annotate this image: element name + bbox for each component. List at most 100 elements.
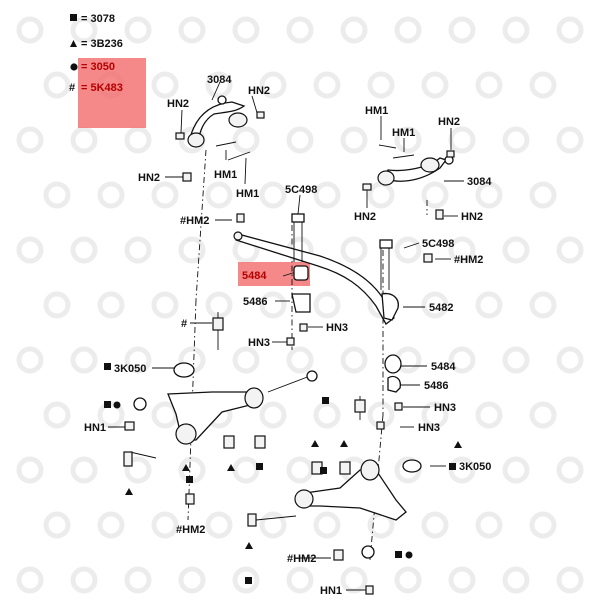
square-marker-icon <box>104 363 111 370</box>
watermark-ring <box>421 181 449 209</box>
watermark-ring <box>367 71 395 99</box>
watermark-ring <box>556 456 584 484</box>
watermark-ring <box>448 16 476 44</box>
watermark-ring <box>178 16 206 44</box>
watermark-ring <box>529 181 557 209</box>
label-5c498-right: 5C498 <box>422 238 454 250</box>
legend: = 3078 = 3B236 = 3050 # = 5K483 <box>69 13 123 94</box>
label-hn1-bottom: HN1 <box>320 585 342 597</box>
watermark-ring <box>43 71 71 99</box>
watermark-ring <box>340 346 368 374</box>
watermark-ring <box>475 181 503 209</box>
label-hn3-d: HN3 <box>418 422 440 434</box>
label-3084-left: 3084 <box>207 74 232 86</box>
watermark-ring <box>313 511 341 539</box>
watermark-ring <box>124 16 152 44</box>
watermark-ring <box>394 236 422 264</box>
lower-control-arm-right <box>247 396 422 595</box>
label-hn2-e: HN2 <box>354 211 376 223</box>
triangle-marker-icon <box>311 440 319 447</box>
label-3k050-right: 3K050 <box>459 461 491 473</box>
label-5484-highlighted: 5484 <box>242 270 267 282</box>
watermark-ring <box>70 236 98 264</box>
triangle-marker-icon <box>125 488 133 495</box>
square-marker-icon <box>186 476 193 483</box>
watermark-ring <box>340 126 368 154</box>
stabilizer-bar <box>233 213 433 430</box>
watermark-ring <box>16 346 44 374</box>
label-5484-right: 5484 <box>431 361 456 373</box>
watermark-ring <box>16 126 44 154</box>
label-3084-right: 3084 <box>467 176 492 188</box>
label-hn2-d: HN2 <box>438 116 460 128</box>
watermark-ring <box>97 181 125 209</box>
watermark-ring <box>232 126 260 154</box>
watermark-ring <box>70 16 98 44</box>
square-marker-icon <box>449 463 456 470</box>
watermark-ring <box>421 511 449 539</box>
watermark-ring <box>205 291 233 319</box>
watermark-ring <box>205 71 233 99</box>
watermark-ring <box>421 401 449 429</box>
left-link-bolt <box>173 312 224 378</box>
watermark-ring <box>259 291 287 319</box>
watermark-ring <box>556 16 584 44</box>
watermark-ring <box>313 181 341 209</box>
watermark-ring <box>286 566 314 594</box>
circle-marker-icon <box>405 551 413 559</box>
watermark-ring <box>16 566 44 594</box>
watermark-ring <box>151 291 179 319</box>
watermark-ring <box>475 71 503 99</box>
label-5c498-left: 5C498 <box>285 184 317 196</box>
watermark-ring <box>124 456 152 484</box>
watermark-ring <box>502 346 530 374</box>
watermark-ring <box>529 71 557 99</box>
watermark-ring <box>340 16 368 44</box>
label-hn2-b: HN2 <box>167 98 189 110</box>
square-marker-icon <box>322 397 329 404</box>
watermark-ring <box>367 181 395 209</box>
triangle-marker-icon <box>454 441 462 448</box>
watermark-ring <box>43 181 71 209</box>
label-hash-left: # <box>181 318 187 330</box>
watermark-ring <box>97 511 125 539</box>
watermark-ring <box>313 71 341 99</box>
watermark-ring <box>475 401 503 429</box>
triangle-marker-icon <box>340 440 348 447</box>
square-symbol-icon <box>70 14 77 21</box>
lower-control-arm-left <box>123 370 318 505</box>
label-hn2-a: HN2 <box>248 85 270 97</box>
watermark-ring <box>232 456 260 484</box>
watermark-ring <box>448 346 476 374</box>
watermark-ring <box>178 566 206 594</box>
circle-symbol-icon <box>70 63 78 71</box>
watermark-pattern <box>16 16 584 594</box>
watermark-ring <box>421 71 449 99</box>
watermark-ring <box>286 346 314 374</box>
watermark-ring <box>259 71 287 99</box>
watermark-ring <box>502 566 530 594</box>
watermark-ring <box>178 236 206 264</box>
watermark-ring <box>394 566 422 594</box>
watermark-ring <box>286 456 314 484</box>
square-marker-icon <box>245 577 252 584</box>
label-hm1-a: HM1 <box>214 169 237 181</box>
upper-control-arm-left <box>175 95 265 182</box>
watermark-ring <box>97 291 125 319</box>
watermark-ring <box>43 291 71 319</box>
label-5486-left: 5486 <box>243 296 267 308</box>
watermark-ring <box>394 16 422 44</box>
watermark-ring <box>232 16 260 44</box>
watermark-ring <box>151 71 179 99</box>
watermark-ring <box>70 456 98 484</box>
watermark-ring <box>151 181 179 209</box>
label-hn1-left: HN1 <box>84 422 106 434</box>
legend-highlight-box <box>78 58 146 128</box>
label-hm1-d: HM1 <box>392 127 415 139</box>
legend-hash-text: = 5K483 <box>81 82 123 94</box>
watermark-ring <box>556 126 584 154</box>
watermark-ring <box>556 566 584 594</box>
watermark-ring <box>502 16 530 44</box>
watermark-ring <box>556 236 584 264</box>
